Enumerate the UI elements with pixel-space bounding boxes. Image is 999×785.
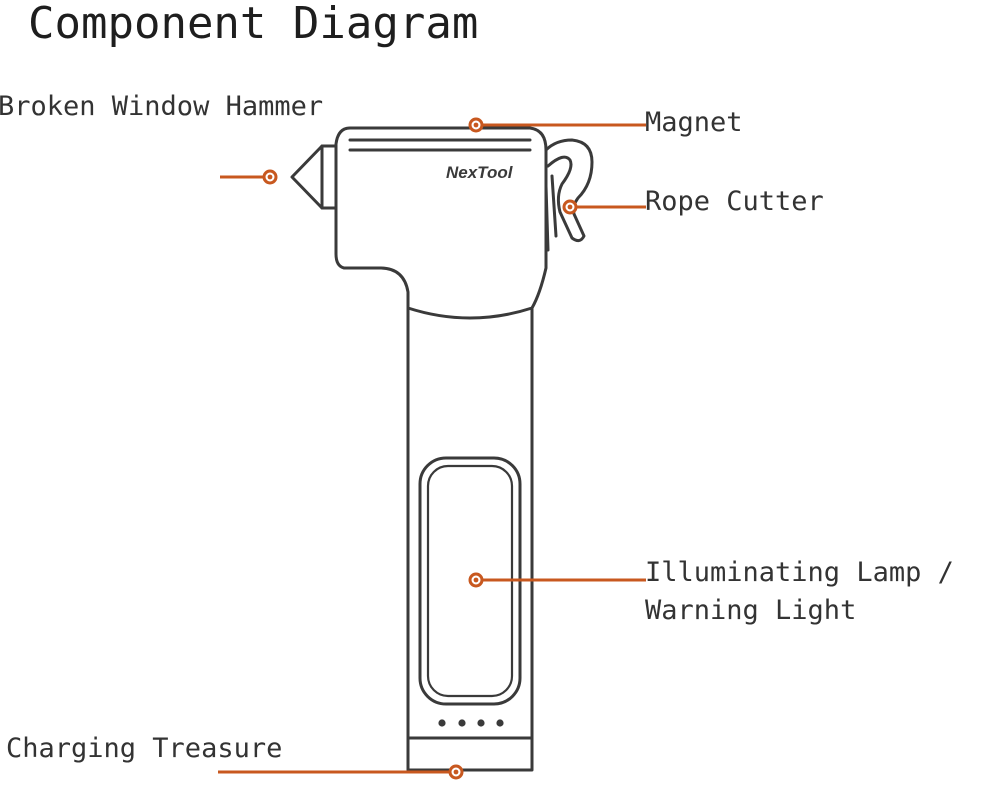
label-rope-cutter: Rope Cutter: [645, 186, 824, 217]
tool-head-outline: [334, 126, 548, 320]
rope-cutter-hook: [544, 138, 594, 243]
indicator-dot: [458, 719, 466, 727]
brand-logo: NexTool: [446, 163, 514, 182]
indicator-dot: [438, 719, 446, 727]
indicator-dot: [477, 719, 485, 727]
label-illuminating-lamp: Illuminating Lamp /: [645, 557, 954, 588]
indicator-dots: [438, 719, 504, 727]
head-top-rim: [348, 138, 532, 152]
rope-cutter-blade: [544, 174, 558, 252]
label-warning-light: Warning Light: [645, 595, 857, 626]
page-title: Component Diagram: [28, 0, 479, 49]
label-charging-treasure: Charging Treasure: [6, 733, 283, 764]
hammer-spike: [290, 144, 338, 210]
indicator-dot: [496, 719, 504, 727]
tool-handle-outline: [406, 306, 534, 772]
label-magnet: Magnet: [645, 107, 743, 138]
label-broken-window-hammer: Broken Window Hammer: [0, 91, 324, 122]
